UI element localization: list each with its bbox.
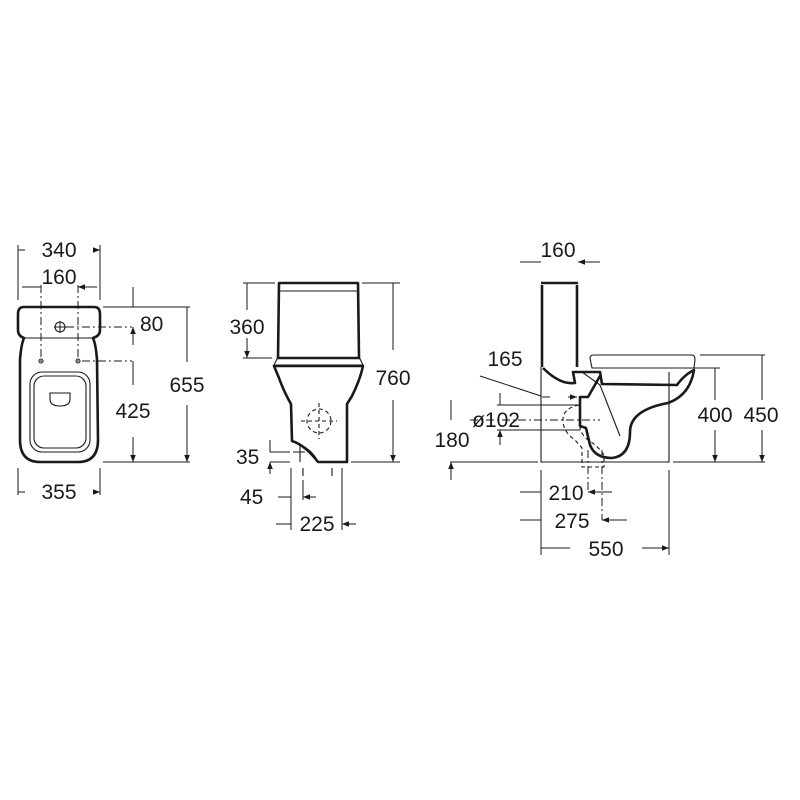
side-tank-outline (540, 281, 579, 367)
dim-655: 655 (169, 374, 204, 397)
tank-outline (276, 281, 361, 360)
dim-45: 45 (240, 486, 263, 509)
dim-760: 760 (375, 367, 410, 390)
top-outline (16, 305, 102, 464)
dim-225: 225 (299, 513, 334, 536)
dim-400: 400 (697, 404, 732, 427)
dim-450: 450 (743, 404, 778, 427)
flush-opening (49, 392, 71, 407)
dim-360: 360 (229, 316, 264, 339)
dim-340: 340 (41, 239, 76, 262)
dim-80: 80 (140, 313, 163, 336)
dim-425: 425 (115, 400, 150, 423)
dim-180: 180 (434, 429, 469, 452)
dim-160: 160 (41, 266, 76, 289)
seat-outer (29, 371, 91, 453)
dim-diameter-102: ø102 (472, 409, 520, 432)
dim-165: 165 (487, 348, 522, 371)
dim-355: 355 (41, 481, 76, 504)
dim-35: 35 (236, 446, 259, 469)
dim-275: 275 (554, 510, 589, 533)
base-outline (540, 367, 670, 463)
bowl-profile (542, 367, 696, 460)
bowl-outline (272, 364, 365, 464)
dim-550: 550 (588, 538, 623, 561)
dim-210: 210 (548, 482, 583, 505)
dim-160-side: 160 (540, 239, 575, 262)
front-view: 360 760 35 45 225 (229, 281, 411, 536)
outlet-pipe-hidden (562, 404, 605, 468)
seat-inner (33, 375, 87, 449)
seat-lid (589, 354, 696, 369)
top-view: 340 160 80 425 655 355 (16, 239, 205, 504)
side-view: 160 165 ø102 180 400 450 210 275 550 (434, 239, 778, 561)
